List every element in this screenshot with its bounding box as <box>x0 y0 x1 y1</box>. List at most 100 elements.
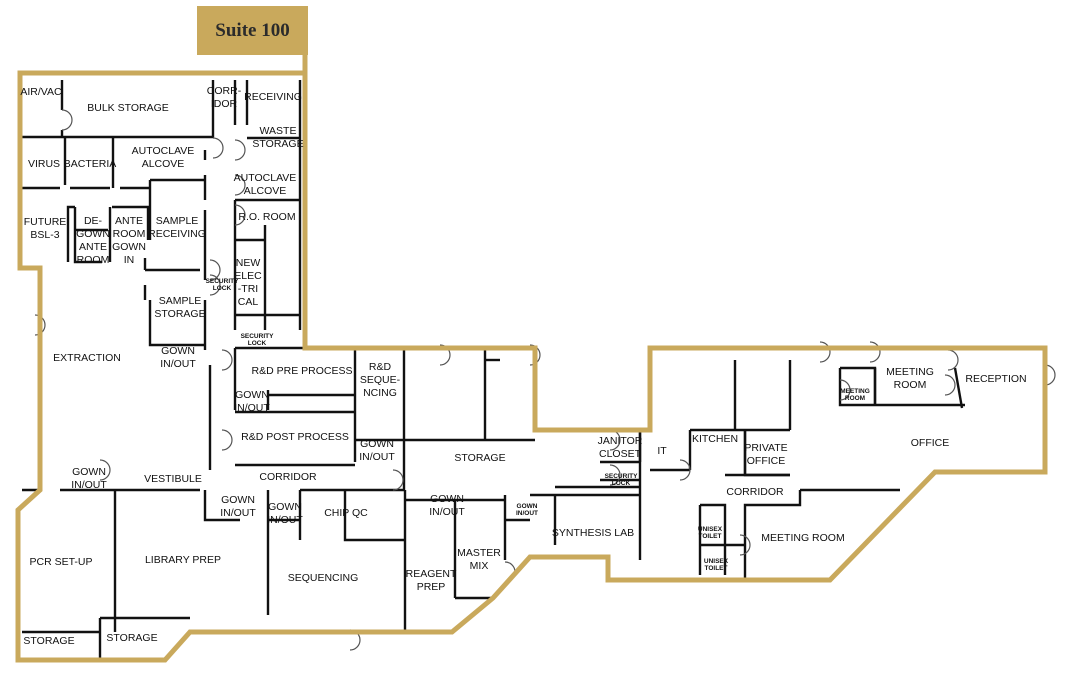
room-label-line: IDOR <box>211 98 238 110</box>
door-swing <box>944 374 956 396</box>
room-label-line: ELEC <box>234 270 262 282</box>
room-label: STORAGE <box>23 635 74 647</box>
door-swing <box>819 341 831 363</box>
room-label-line: MASTER <box>457 547 501 559</box>
wall-segment <box>22 118 215 139</box>
room-label-line: EXTRACTION <box>53 352 121 364</box>
door-swing <box>947 349 959 371</box>
room-label-line: GOWN <box>268 501 302 513</box>
door-swing <box>234 139 246 161</box>
door-swing <box>609 464 621 486</box>
room-label-line: BULK STORAGE <box>87 102 169 114</box>
room-label-line: GOWN <box>360 438 394 450</box>
room-label-line: ROOM <box>894 379 927 391</box>
room-label-line: CLOSET <box>599 448 642 460</box>
room-label: R&D PRE PROCESS <box>252 365 353 377</box>
room-label: VESTIBULE <box>144 473 202 485</box>
room-label-line: LOCK <box>213 285 232 292</box>
door-swing <box>209 259 221 281</box>
room-label-line: IN <box>124 254 135 266</box>
room-label-line: IN/OUT <box>359 451 395 463</box>
room-label-line: UNISEX <box>698 526 723 533</box>
room-label-line: PCR SET-UP <box>29 556 92 568</box>
room-label-line: VESTIBULE <box>144 473 202 485</box>
door-swing <box>1044 364 1056 386</box>
room-label: BULK STORAGE <box>87 102 169 114</box>
room-label-line: PREP <box>417 581 446 593</box>
wall-segment <box>700 503 727 575</box>
door-swing <box>739 534 751 556</box>
wall-segment <box>743 490 802 580</box>
room-label-line: GOWN <box>235 389 269 401</box>
room-label-line: SAMPLE <box>159 295 202 307</box>
room-label-line: AUTOCLAVE <box>234 172 297 184</box>
room-label-line: LIBRARY PREP <box>145 554 221 566</box>
room-label-line: UNISEX <box>704 558 729 565</box>
room-label-line: OFFICE <box>747 455 786 467</box>
room-label: R.O. ROOM <box>238 211 295 223</box>
door-swing <box>679 459 691 481</box>
room-label: LIBRARY PREP <box>145 554 221 566</box>
room-label: IT <box>657 445 667 457</box>
room-label-line: R&D PRE PROCESS <box>252 365 353 377</box>
wall-segment <box>73 207 102 264</box>
room-label-line: GOWN <box>112 241 146 253</box>
door-swing <box>209 274 221 296</box>
room-label-line: MIX <box>470 560 489 572</box>
room-label-line: ALCOVE <box>142 158 185 170</box>
suite-boundary <box>15 70 1048 663</box>
room-label-line: REAGENT <box>406 568 457 580</box>
room-label: CORRIDOR <box>726 486 784 498</box>
room-label-line: VIRUS <box>28 158 60 170</box>
room-label: VIRUS <box>28 158 60 170</box>
door-swing <box>392 469 404 491</box>
room-label-line: DE- <box>84 215 103 227</box>
room-label-line: BSL-3 <box>30 229 59 241</box>
room-label-line: SECURITY <box>241 333 275 340</box>
room-label-line: IN/OUT <box>267 514 303 526</box>
room-label-line: RECEPTION <box>965 373 1026 385</box>
room-label-line: NCING <box>363 387 397 399</box>
door-swing <box>61 109 73 131</box>
room-label-line: ROOM <box>113 228 146 240</box>
room-label-line: SAMPLE <box>156 215 199 227</box>
room-label-line: CORR- <box>207 85 242 97</box>
door-swing <box>234 204 246 226</box>
room-label: BACTERIA <box>64 158 117 170</box>
room-label: SEQUENCING <box>288 572 359 584</box>
room-label-line: SEQUE- <box>360 374 401 386</box>
room-label-line: MEETING <box>886 366 934 378</box>
room-label: STORAGE <box>106 632 157 644</box>
room-label-line: PRIVATE <box>744 442 787 454</box>
room-label-line: CORRIDOR <box>726 486 784 498</box>
room-label-line: AIR/VAC <box>20 86 62 98</box>
room-label: EXTRACTION <box>53 352 121 364</box>
door-swing <box>221 429 233 451</box>
room-label: RECEPTION <box>965 373 1026 385</box>
room-label-line: STORAGE <box>154 308 205 320</box>
room-label-line: IT <box>657 445 667 457</box>
room-label-line: LOCK <box>612 480 631 487</box>
room-label-line: TOILET <box>699 533 722 540</box>
room-label-line: NEW <box>236 257 261 269</box>
door-swing <box>99 459 111 481</box>
room-label-line: KITCHEN <box>692 433 738 445</box>
room-label-line: JANITOR <box>598 435 643 447</box>
